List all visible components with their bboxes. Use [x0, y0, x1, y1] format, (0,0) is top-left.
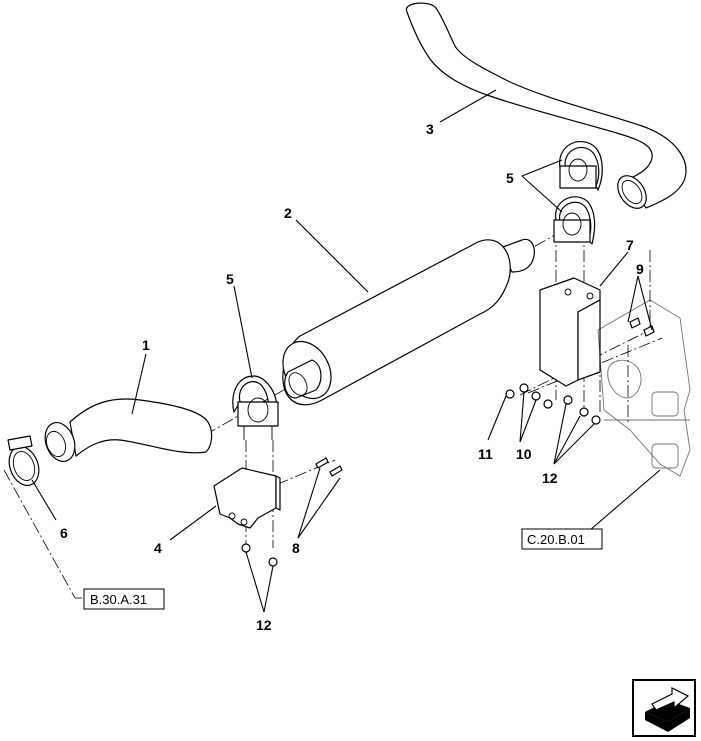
reference-c20b01[interactable]: C.20.B.01: [527, 532, 585, 547]
bracket-right: [539, 277, 601, 387]
callout-12-right: 12: [542, 470, 558, 486]
callout-1: 1: [142, 337, 150, 353]
navigation-button[interactable]: [632, 679, 696, 737]
reference-box-left[interactable]: B.30.A.31: [83, 588, 165, 610]
callout-8: 8: [292, 540, 300, 556]
callout-5-right: 5: [506, 170, 514, 186]
callout-7: 7: [626, 237, 634, 253]
bolts-left: [315, 457, 343, 477]
bracket-left: [213, 467, 281, 529]
reference-box-right[interactable]: C.20.B.01: [521, 528, 603, 550]
nuts-left: [241, 543, 278, 567]
reference-b30a31[interactable]: B.30.A.31: [90, 592, 147, 607]
u-bolt-clamp-right-lower: [553, 196, 596, 245]
arrow-return-icon: [645, 687, 690, 732]
band-clamp: [7, 435, 40, 486]
leader-lines: [31, 89, 661, 613]
callout-labels: 1 2 3 4 5 5 6 7 8 9 10 11 12 12: [60, 121, 644, 633]
callout-12-left: 12: [256, 617, 272, 633]
u-bolt-clamp-right-upper: [559, 141, 603, 191]
muffler: [282, 238, 535, 406]
callout-4: 4: [154, 540, 162, 556]
callout-11: 11: [478, 446, 493, 462]
callout-2: 2: [284, 205, 292, 221]
callout-10: 10: [516, 446, 532, 462]
callout-9: 9: [636, 261, 644, 277]
callout-3: 3: [426, 121, 434, 137]
u-bolt-clamp-left: [232, 375, 279, 440]
callout-5-left: 5: [226, 271, 234, 287]
tail-pipe: [405, 2, 687, 209]
hardware-right: [505, 317, 655, 425]
mounting-plate: [597, 299, 691, 477]
inlet-pipe: [44, 398, 213, 462]
callout-6: 6: [60, 525, 68, 541]
